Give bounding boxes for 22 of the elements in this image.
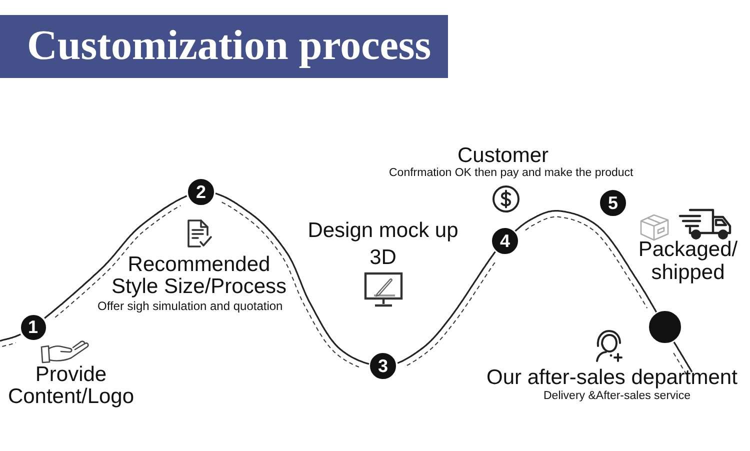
road-line (397, 251, 496, 364)
end-dot (648, 310, 682, 344)
road-line (215, 192, 370, 365)
road-line (0, 334, 21, 342)
step-circle: 3 (369, 352, 397, 380)
step-title: Our after-sales department (486, 366, 738, 389)
step-circle: 5 (599, 189, 627, 217)
step-circle: 2 (187, 178, 215, 206)
step-circle: 1 (20, 314, 46, 340)
road-line (673, 342, 693, 372)
road-line (44, 195, 188, 319)
step-description: Confrmation OK then pay and make the product (389, 166, 634, 180)
step-title: Recommended Style Size/Process (110, 254, 288, 298)
step-circle: 4 (491, 227, 519, 255)
step-title: Provide Content/Logo (6, 364, 136, 408)
road-line (514, 210, 657, 312)
step-description: Delivery &After-sales service (544, 389, 690, 403)
step-description: Offer sigh simulation and quotation (98, 299, 283, 313)
step-title: Design mock up 3D (307, 218, 459, 271)
title-banner: Customization process (0, 15, 448, 78)
step-title: Packaged/ shipped (637, 238, 739, 284)
step-title: Customer (458, 144, 549, 167)
